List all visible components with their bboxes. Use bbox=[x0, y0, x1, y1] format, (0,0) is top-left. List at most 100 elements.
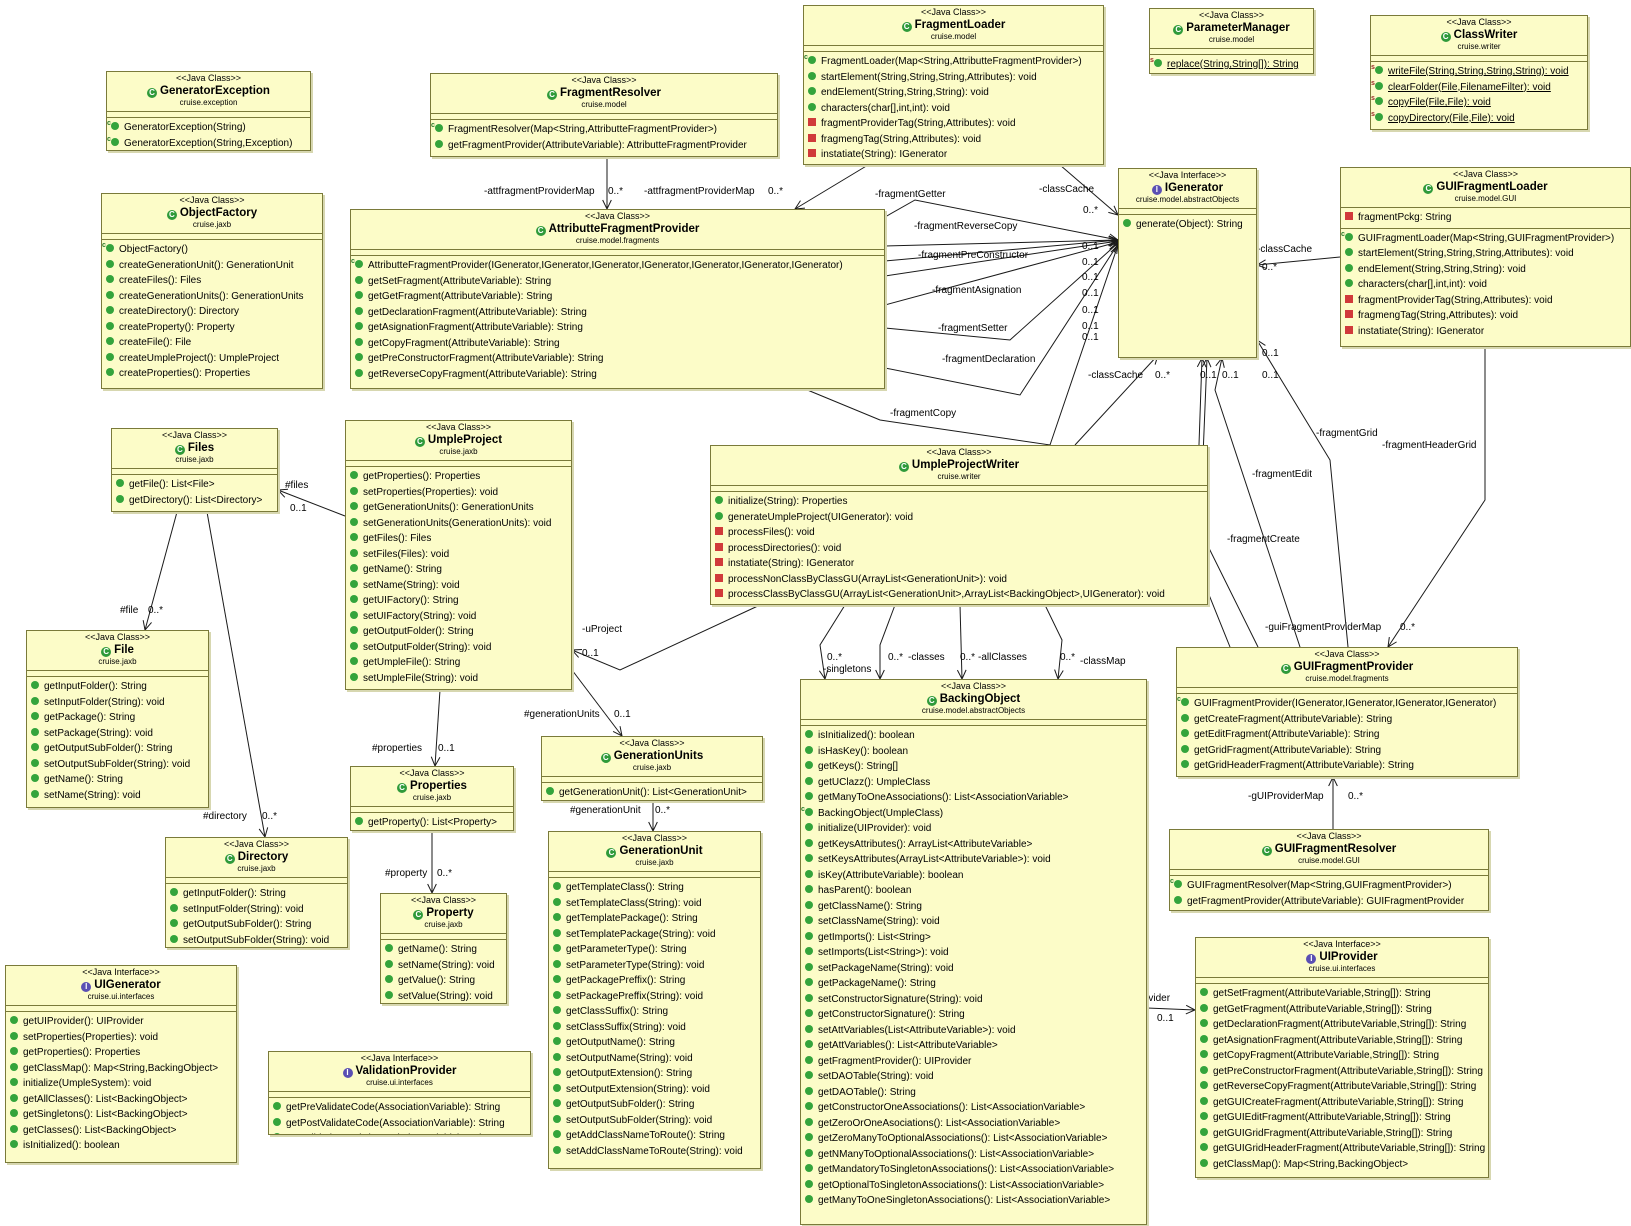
member-signature: endElement(String,String,String): void bbox=[821, 87, 989, 98]
class-member: getManyToOneAssociations(): List<Associa… bbox=[801, 790, 1146, 806]
public-visibility-icon bbox=[10, 1062, 18, 1071]
member-signature: getGetFragment(AttributeVariable,String[… bbox=[1213, 1003, 1432, 1015]
class-member: getDirectory(): List<Directory> bbox=[112, 493, 277, 509]
member-signature: getTemplatePackage(): String bbox=[566, 913, 698, 924]
class-object-factory[interactable]: <<Java Class>>CObjectFactorycruise.jaxbO… bbox=[101, 193, 323, 389]
member-signature: getNManyToOptionalAssociations(): List<A… bbox=[818, 1148, 1095, 1160]
member-signature: getOutputFolder(): String bbox=[363, 626, 474, 637]
class-icon: C bbox=[606, 848, 617, 858]
class-member: getCopyFragment(AttributeVariable): Stri… bbox=[351, 336, 884, 352]
public-visibility-icon bbox=[1345, 248, 1353, 256]
stereotype-label: <<Java Interface>> bbox=[1148, 170, 1227, 180]
class-member: generate(Object): String bbox=[1119, 217, 1256, 233]
package-name: cruise.model.fragments bbox=[1305, 674, 1389, 683]
public-visibility-icon bbox=[546, 787, 554, 795]
class-icon: C bbox=[174, 445, 185, 455]
member-signature: characters(char[],int,int): void bbox=[821, 102, 950, 114]
class-member: processClassByClassGU(ArrayList<Generati… bbox=[711, 587, 1207, 603]
public-visibility-icon bbox=[106, 290, 114, 299]
public-visibility-icon bbox=[805, 792, 813, 800]
association-line bbox=[879, 604, 896, 679]
class-name: GUIFragmentResolver bbox=[1274, 843, 1397, 855]
member-signature: isInitialized(): boolean bbox=[818, 730, 915, 741]
member-signature: setClassSuffix(String): void bbox=[566, 1021, 686, 1033]
public-visibility-icon bbox=[116, 479, 124, 487]
public-visibility-icon bbox=[350, 672, 358, 681]
public-visibility-icon bbox=[350, 626, 358, 634]
fields-section bbox=[346, 461, 571, 467]
class-member: processNonClassByClassGU(ArrayList<Gener… bbox=[711, 572, 1207, 588]
class-member: setFiles(Files): void bbox=[346, 547, 571, 563]
class-member: createProperty(): Property bbox=[102, 320, 322, 336]
member-signature: setOutputFolder(String): void bbox=[363, 641, 492, 653]
public-visibility-icon bbox=[553, 1006, 561, 1014]
static-method-icon bbox=[1371, 91, 1383, 107]
class-member: getReverseCopyFragment(AttributeVariable… bbox=[351, 367, 884, 383]
member-signature: getGUIEditFragment(AttributeVariable,Str… bbox=[1213, 1112, 1451, 1123]
association-line bbox=[277, 489, 346, 517]
stereotype-label: <<Java Class>> bbox=[223, 839, 290, 849]
member-signature: createProperties(): Properties bbox=[119, 368, 251, 379]
association-line bbox=[819, 604, 846, 680]
member-signature: setOutputSubFolder(String): void bbox=[183, 934, 330, 946]
public-visibility-icon bbox=[355, 368, 363, 377]
class-member: setValue(String): void bbox=[381, 989, 506, 1004]
class-name: Files bbox=[187, 442, 215, 454]
class-member: getPreConstructorFragment(AttributeVaria… bbox=[351, 351, 884, 367]
class-member: getInputFolder(): String bbox=[27, 679, 208, 695]
class-member: setOutputSubFolder(String): void bbox=[27, 757, 208, 773]
member-signature: generateUmpleProject(UIGenerator): void bbox=[728, 511, 914, 523]
public-visibility-icon bbox=[808, 71, 816, 80]
class-member: getName(): String bbox=[381, 942, 506, 958]
member-signature: getFragmentProvider(): UIProvider bbox=[818, 1055, 972, 1067]
class-class-writer[interactable]: <<Java Class>>CClassWritercruise.writerw… bbox=[1370, 15, 1588, 130]
class-member: getGetFragment(AttributeVariable,String[… bbox=[1196, 1002, 1488, 1018]
class-member: getProperties(): Properties bbox=[346, 469, 571, 485]
private-visibility-icon bbox=[715, 558, 723, 566]
association-line bbox=[1146, 1007, 1196, 1011]
member-signature: getGUIGridHeaderFragment(AttributeVariab… bbox=[1213, 1143, 1486, 1154]
class-icon: C bbox=[1440, 32, 1451, 42]
public-visibility-icon bbox=[31, 681, 39, 689]
class-member: getPreValidateCode(AssociationVariable):… bbox=[269, 1100, 530, 1116]
member-signature: fragmentPckg: String bbox=[1358, 212, 1452, 223]
class-member: setName(String): void bbox=[381, 958, 506, 974]
member-signature: setName(String): void bbox=[44, 789, 141, 801]
member-signature: setValue(String): void bbox=[398, 990, 493, 1002]
public-visibility-icon bbox=[1200, 1003, 1208, 1012]
class-member: setOutputSubFolder(String): void bbox=[166, 933, 347, 948]
public-visibility-icon bbox=[805, 869, 813, 878]
member-signature: fragmentProviderTag(String,Attributes): … bbox=[1358, 294, 1553, 306]
public-visibility-icon bbox=[350, 533, 358, 541]
member-signature: getUClazz(): UmpleClass bbox=[818, 776, 931, 788]
